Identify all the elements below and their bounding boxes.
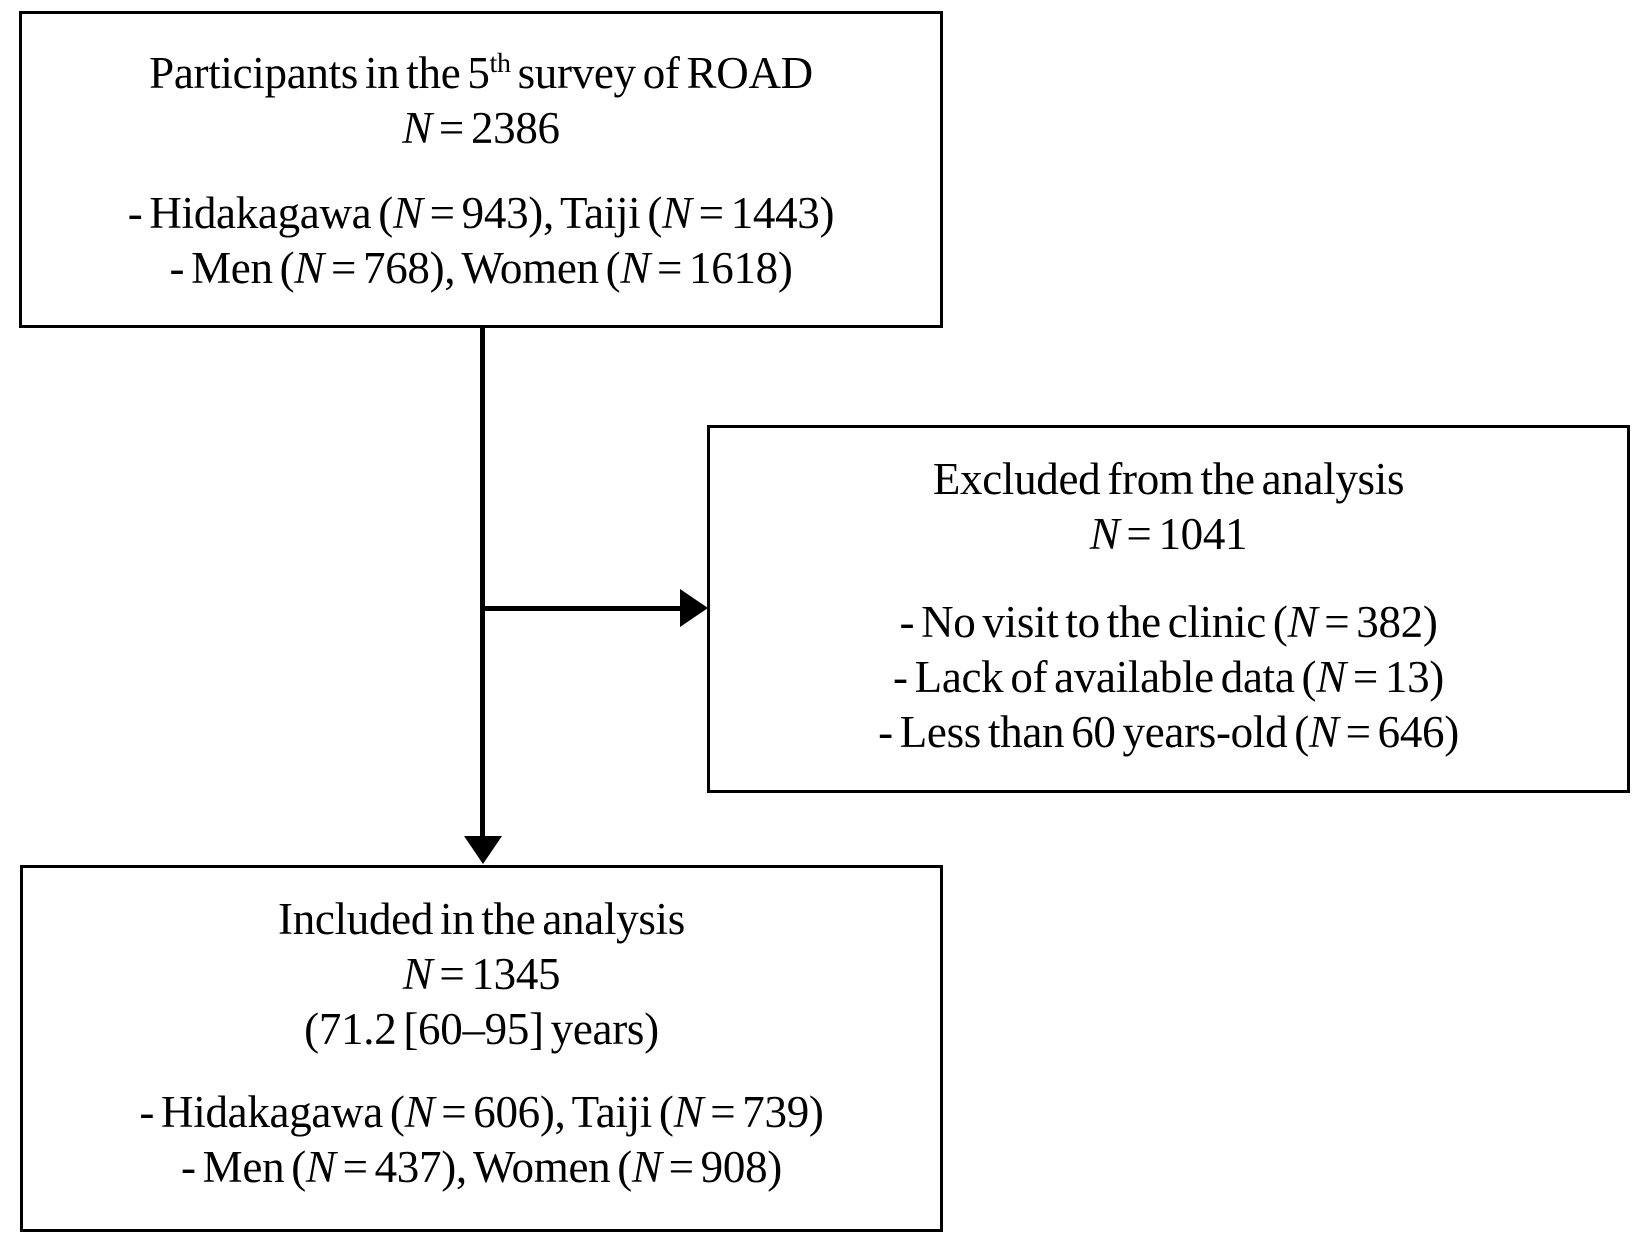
connector-horizontal-line bbox=[483, 606, 680, 611]
arrow-down-icon bbox=[464, 836, 502, 864]
arrow-right-icon bbox=[680, 589, 708, 627]
excluded-reasons: - No visit to the clinic (N = 382) - Lac… bbox=[710, 595, 1627, 760]
participants-title: Participants in the 5th survey of ROAD bbox=[149, 48, 813, 98]
included-title: Included in the analysis bbox=[278, 894, 685, 944]
connector-vertical-line bbox=[480, 328, 485, 838]
participants-bullet-sex: - Men (N = 768), Women (N = 1618) bbox=[169, 243, 793, 293]
excluded-title: Excluded from the analysis bbox=[932, 454, 1405, 504]
excluded-header: Excluded from the analysis N = 1041 bbox=[710, 452, 1627, 562]
participants-header: Participants in the 5th survey of ROAD N… bbox=[22, 46, 940, 156]
included-age-range: (71.2 [60–95] years) bbox=[304, 1004, 659, 1054]
included-bullet-sites: - Hidakagawa (N = 606), Taiji (N = 739) bbox=[139, 1087, 824, 1137]
included-header: Included in the analysis N = 1345 (71.2 … bbox=[23, 892, 940, 1057]
included-n-value: N = 1345 bbox=[402, 949, 561, 999]
included-box: Included in the analysis N = 1345 (71.2 … bbox=[20, 865, 943, 1232]
excluded-box: Excluded from the analysis N = 1041 - No… bbox=[707, 425, 1630, 793]
participants-box: Participants in the 5th survey of ROAD N… bbox=[19, 11, 943, 328]
excluded-bullet-lack-data: - Lack of available data (N = 13) bbox=[893, 652, 1444, 702]
participants-n-value: N = 2386 bbox=[402, 103, 560, 153]
participants-bullet-sites: - Hidakagawa (N = 943), Taiji (N = 1443) bbox=[127, 188, 835, 238]
excluded-bullet-under-60: - Less than 60 years-old (N = 646) bbox=[878, 707, 1459, 757]
excluded-bullet-no-visit: - No visit to the clinic (N = 382) bbox=[899, 597, 1438, 647]
included-breakdown: - Hidakagawa (N = 606), Taiji (N = 739) … bbox=[23, 1085, 940, 1195]
participants-breakdown: - Hidakagawa (N = 943), Taiji (N = 1443)… bbox=[22, 186, 940, 296]
included-bullet-sex: - Men (N = 437), Women (N = 908) bbox=[181, 1142, 782, 1192]
excluded-n-value: N = 1041 bbox=[1089, 509, 1248, 559]
